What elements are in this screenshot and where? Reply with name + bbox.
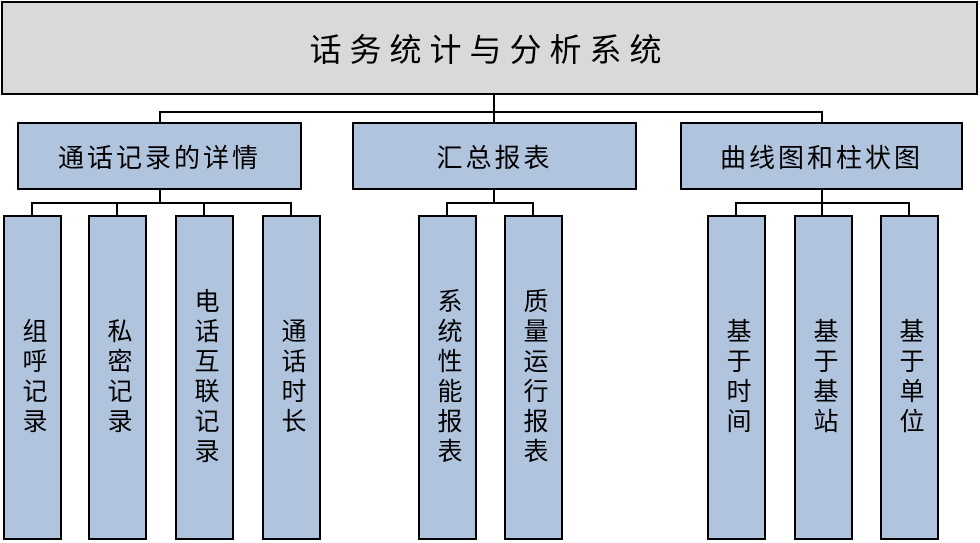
root-node-label: 话务统计与分析系统	[309, 32, 670, 68]
leaf-node-label: 基于时间	[723, 317, 750, 438]
connector-line	[493, 95, 495, 122]
connector-line	[31, 202, 33, 215]
leaf-node-by-time: 基于时间	[707, 215, 766, 540]
leaf-node-phone-interconnect-record: 电话互联记录	[175, 215, 234, 540]
connector-line	[159, 111, 823, 113]
leaf-node-label: 电话互联记录	[191, 287, 218, 468]
connector-line	[290, 202, 292, 215]
branch-node-summary-reports: 汇总报表	[352, 122, 637, 190]
leaf-node-private-record: 私密记录	[88, 215, 147, 540]
leaf-node-label: 基于基站	[810, 317, 837, 438]
connector-line	[31, 202, 292, 204]
branch-node-call-record-details: 通话记录的详情	[17, 122, 302, 190]
branch-node-label: 曲线图和柱状图	[719, 143, 923, 173]
connector-line	[821, 190, 823, 203]
connector-line	[159, 190, 161, 203]
leaf-node-call-duration: 通话时长	[262, 215, 321, 540]
leaf-node-label: 质量运行报表	[520, 287, 547, 468]
leaf-node-system-performance-report: 系统性能报表	[418, 215, 477, 540]
leaf-node-label: 组呼记录	[19, 317, 46, 438]
leaf-node-label: 系统性能报表	[434, 287, 461, 468]
connector-line	[821, 111, 823, 123]
connector-line	[493, 190, 495, 203]
connector-line	[735, 202, 737, 215]
leaf-node-by-base-station: 基于基站	[794, 215, 853, 540]
branch-node-label: 通话记录的详情	[57, 143, 261, 173]
branch-node-label: 汇总报表	[436, 143, 553, 173]
leaf-node-label: 私密记录	[104, 317, 131, 438]
connector-line	[203, 202, 205, 215]
leaf-node-group-call-record: 组呼记录	[3, 215, 62, 540]
connector-line	[446, 202, 534, 204]
connector-line	[821, 202, 823, 215]
connector-line	[116, 202, 118, 215]
leaf-node-label: 基于单位	[896, 317, 923, 438]
leaf-node-quality-operation-report: 质量运行报表	[504, 215, 563, 540]
leaf-node-label: 通话时长	[278, 317, 305, 438]
connector-line	[532, 202, 534, 215]
connector-line	[908, 202, 910, 215]
root-node: 话务统计与分析系统	[1, 1, 978, 95]
connector-line	[159, 111, 161, 123]
branch-node-line-and-bar-charts: 曲线图和柱状图	[680, 122, 963, 190]
connector-line	[446, 202, 448, 215]
leaf-node-by-unit: 基于单位	[880, 215, 939, 540]
